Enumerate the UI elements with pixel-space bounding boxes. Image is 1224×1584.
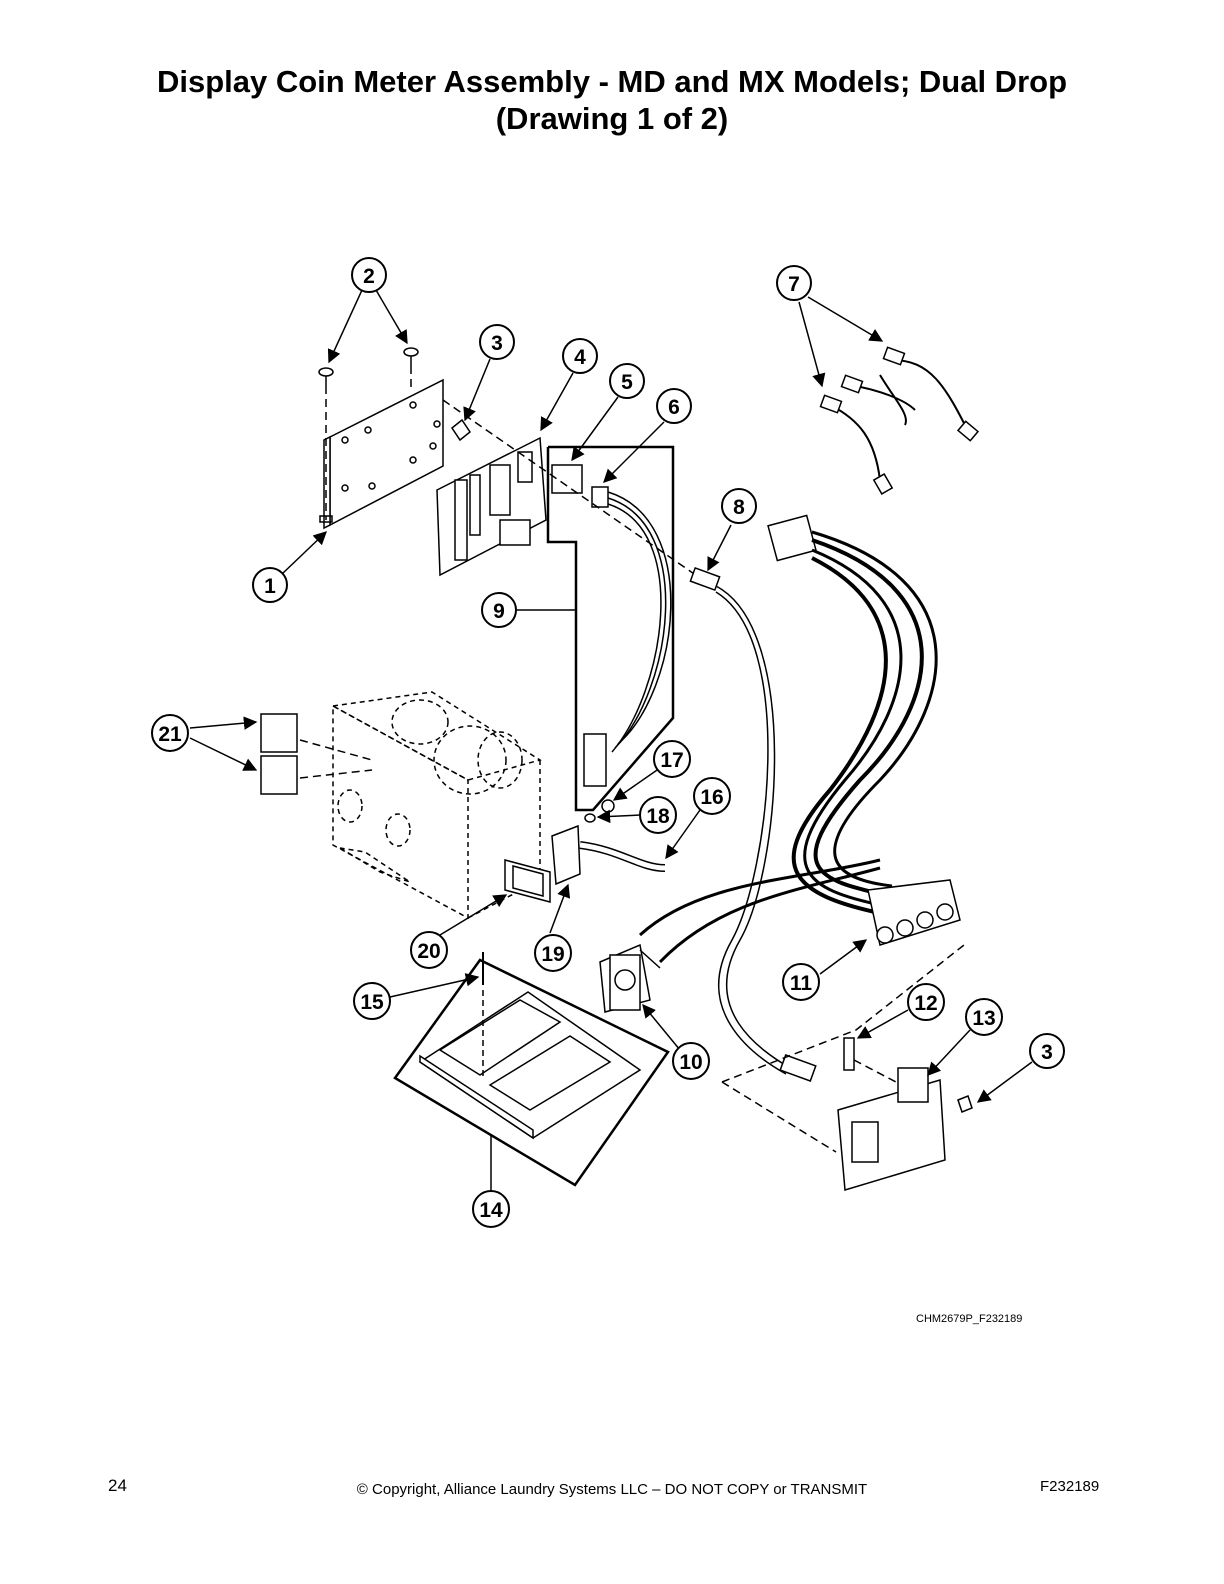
screws-part-2 bbox=[318, 347, 419, 520]
connector-part-5 bbox=[551, 464, 583, 494]
callout-4: 4 bbox=[562, 338, 598, 374]
back-plate-part-1 bbox=[319, 378, 444, 530]
callout-19-label: 19 bbox=[541, 943, 564, 966]
callout-19: 19 bbox=[534, 934, 572, 972]
callout-12: 12 bbox=[907, 983, 945, 1021]
page-title: Display Coin Meter Assembly - MD and MX … bbox=[156, 64, 1068, 99]
callout-9-label: 9 bbox=[493, 600, 505, 623]
callout-13: 13 bbox=[965, 998, 1003, 1036]
callout-3a: 3 bbox=[479, 324, 515, 360]
callout-16-label: 16 bbox=[700, 786, 723, 809]
callout-3a-label: 3 bbox=[491, 332, 503, 355]
callout-4-label: 4 bbox=[574, 346, 586, 369]
circuit-board-part-4 bbox=[436, 436, 547, 577]
callout-14-label: 14 bbox=[479, 1199, 503, 1222]
drawing-code: CHM2679P_F232189 bbox=[916, 1313, 1023, 1325]
callout-15-label: 15 bbox=[360, 991, 384, 1014]
callout-20-label: 20 bbox=[417, 940, 440, 963]
callout-6: 6 bbox=[656, 388, 692, 424]
callout-1: 1 bbox=[252, 567, 288, 603]
copyright-notice: © Copyright, Alliance Laundry Systems LL… bbox=[356, 1481, 868, 1498]
harness-connector-part-11 bbox=[638, 514, 961, 964]
fuse-part-12 bbox=[843, 1037, 855, 1071]
callout-2-label: 2 bbox=[363, 265, 375, 288]
callout-17: 17 bbox=[653, 740, 691, 778]
fastener-part-3b bbox=[957, 1095, 973, 1113]
power-board-part-13 bbox=[837, 1067, 946, 1191]
callout-21-label: 21 bbox=[158, 723, 182, 746]
label-part-21a bbox=[260, 713, 298, 753]
callout-3b-label: 3 bbox=[1041, 1041, 1053, 1064]
callout-11-label: 11 bbox=[790, 972, 813, 995]
callout-9: 9 bbox=[481, 592, 517, 628]
washer-part-17 bbox=[601, 799, 615, 813]
callout-18: 18 bbox=[639, 796, 677, 834]
wire-jumpers-part-7 bbox=[819, 346, 980, 495]
callout-17-label: 17 bbox=[660, 749, 683, 772]
callout-10: 10 bbox=[672, 1042, 710, 1080]
callout-2: 2 bbox=[351, 257, 387, 293]
callout-5-label: 5 bbox=[621, 371, 633, 394]
callout-20: 20 bbox=[410, 931, 448, 969]
callout-15: 15 bbox=[353, 982, 391, 1020]
callout-7-label: 7 bbox=[788, 273, 800, 296]
harness-group-part-9 bbox=[546, 445, 675, 812]
callout-8: 8 bbox=[721, 488, 757, 524]
washer-part-18 bbox=[584, 813, 596, 823]
coin-meter-part-10 bbox=[599, 943, 661, 1013]
callout-7: 7 bbox=[776, 265, 812, 301]
display-board-part-19 bbox=[551, 824, 581, 886]
callout-12-label: 12 bbox=[914, 992, 937, 1015]
fastener-part-3 bbox=[450, 418, 472, 442]
harness-part-8 bbox=[689, 567, 817, 1082]
label-part-21b bbox=[260, 755, 298, 795]
callout-6-label: 6 bbox=[668, 396, 680, 419]
callout-8-label: 8 bbox=[733, 496, 745, 519]
callout-14: 14 bbox=[472, 1190, 510, 1228]
callout-21: 21 bbox=[151, 714, 189, 752]
callout-1-label: 1 bbox=[264, 575, 276, 598]
plug-part-6 bbox=[591, 486, 609, 508]
callout-18-label: 18 bbox=[646, 805, 670, 828]
mounting-block-part-14 bbox=[418, 991, 642, 1140]
callout-16: 16 bbox=[693, 777, 731, 815]
bracket-group-part-14 bbox=[393, 958, 670, 1187]
callout-13-label: 13 bbox=[972, 1007, 995, 1030]
callout-3b: 3 bbox=[1029, 1033, 1065, 1069]
document-code: F232189 bbox=[1040, 1478, 1100, 1495]
page-subtitle: (Drawing 1 of 2) bbox=[495, 101, 729, 136]
callout-5: 5 bbox=[609, 363, 645, 399]
page-number: 24 bbox=[108, 1476, 127, 1495]
callout-10-label: 10 bbox=[679, 1051, 702, 1074]
display-lens-part-20 bbox=[504, 859, 551, 903]
callout-11: 11 bbox=[782, 963, 820, 1001]
